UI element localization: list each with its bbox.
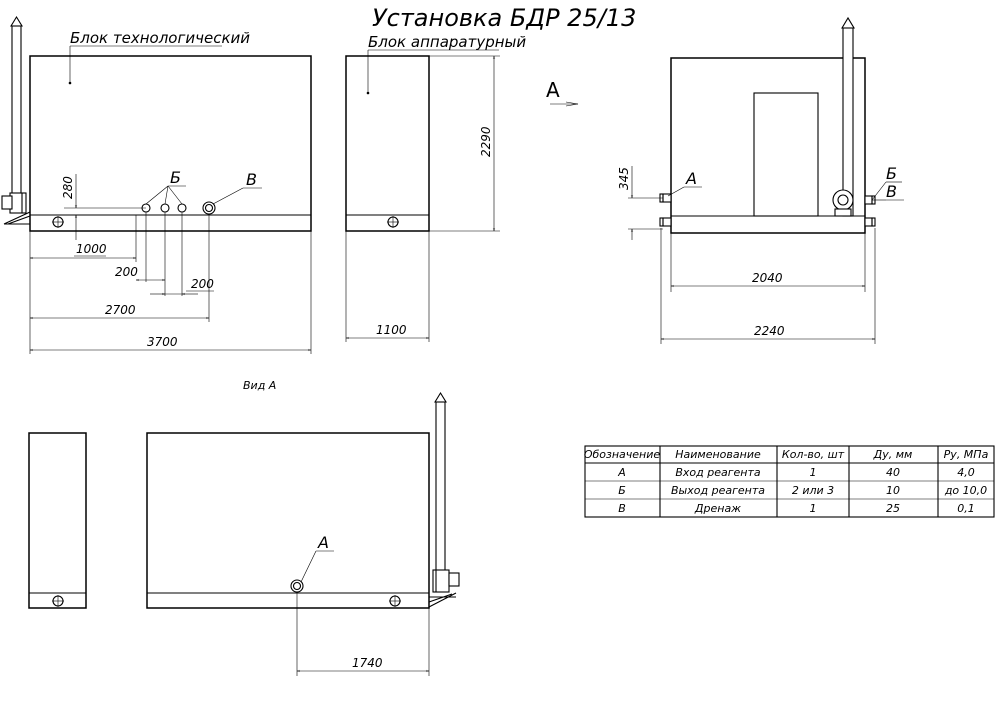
table-header-cell: Ду, мм [873, 448, 913, 461]
dim-280: 280 [61, 176, 75, 199]
dim-2700: 2700 [105, 303, 136, 317]
view-arrow-a [550, 101, 579, 107]
table-cell: Дренаж [694, 502, 741, 515]
table-header-cell: Обозначение [584, 448, 661, 461]
table-cell: 1 [810, 502, 817, 515]
ports-table-header: Обозначение Наименование Кол-во, шт Ду, … [584, 448, 989, 461]
view-a-caption: Вид А [243, 379, 276, 392]
dim-345: 345 [617, 167, 631, 190]
port-v-label-side: В [886, 182, 897, 201]
instrument-block-front-view [345, 49, 500, 342]
drawing-title: Установка БДР 25/13 [372, 4, 636, 32]
table-cell: 10 [886, 484, 900, 497]
table-row: А Вход реагента 1 40 4,0 [617, 466, 975, 479]
side-view [628, 16, 904, 344]
table-row: Б Выход реагента 2 или 3 10 до 10,0 [618, 484, 987, 497]
tech-block-front-view [1, 15, 312, 232]
dim-3700: 3700 [147, 335, 178, 349]
table-header-cell: Наименование [675, 448, 761, 461]
dim-200-a: 200 [115, 265, 138, 279]
table-cell: Выход реагента [671, 484, 765, 497]
tech-block-label: Блок технологический [70, 29, 250, 47]
table-header-cell: Кол-во, шт [782, 448, 845, 461]
table-cell: 0,1 [957, 502, 975, 515]
table-cell: 40 [886, 466, 900, 479]
port-a-label-side: А [685, 169, 697, 188]
table-cell: 1 [810, 466, 817, 479]
table-cell: 2 или 3 [792, 484, 834, 497]
table-cell: 4,0 [957, 466, 975, 479]
dim-1740: 1740 [352, 656, 383, 670]
dim-280-lines [64, 174, 146, 240]
table-cell: до 10,0 [944, 484, 987, 497]
port-a-label-view: А [317, 533, 329, 552]
instrument-block-label: Блок аппаратурный [368, 33, 526, 51]
dim-200-b: 200 [191, 277, 214, 291]
dim-2040: 2040 [752, 271, 783, 285]
table-row: В Дренаж 1 25 0,1 [618, 502, 975, 515]
port-b-label-front: Б [170, 168, 181, 187]
table-cell: Вход реагента [675, 466, 761, 479]
table-cell: Б [618, 484, 626, 497]
port-v-label-front: В [246, 170, 257, 189]
table-cell: В [618, 502, 626, 515]
view-arrow-letter: А [546, 78, 560, 102]
dim-chain-lines [29, 212, 312, 354]
view-a-tech-block [146, 391, 460, 676]
table-cell: 25 [886, 502, 900, 515]
dim-1000: 1000 [76, 242, 107, 256]
ports-table [584, 445, 995, 518]
table-header-cell: Ру, МПа [944, 448, 989, 461]
dim-1100: 1100 [376, 323, 407, 337]
dim-2240: 2240 [754, 324, 785, 338]
dim-2290: 2290 [479, 126, 493, 157]
table-cell: А [617, 466, 626, 479]
port-b-label-side: Б [886, 164, 897, 183]
view-a-instrument-block [28, 432, 87, 609]
